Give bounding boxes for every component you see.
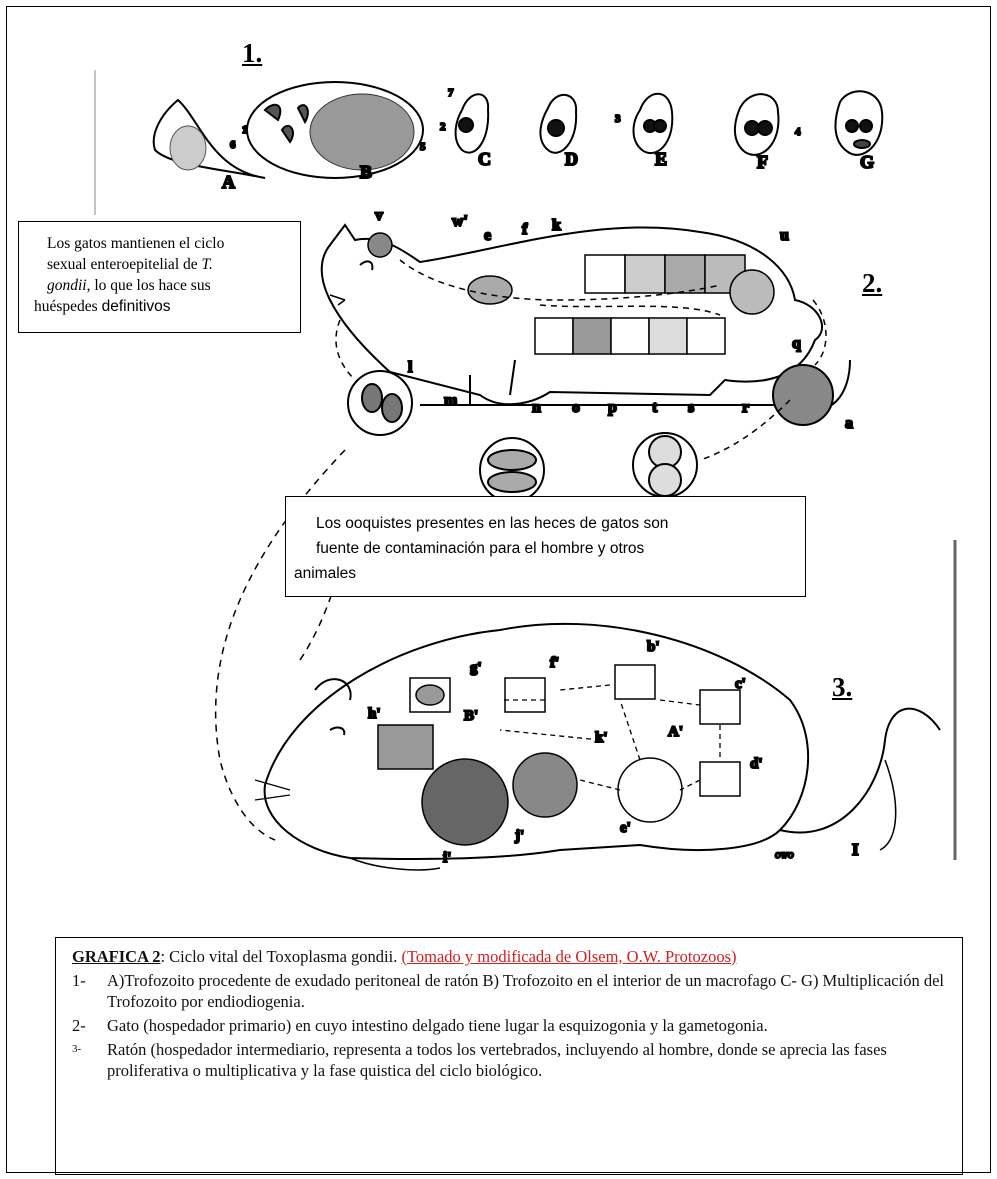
mouse-label-i: i' <box>443 850 451 866</box>
cat-label-s: s <box>688 399 694 416</box>
structure-number-1: 1 <box>242 124 248 136</box>
cat-label-n: n <box>532 399 541 416</box>
stage-f-cell <box>735 94 779 155</box>
stage-label-a: A <box>222 172 235 192</box>
callout-oocyst-line-3: animales <box>294 561 795 586</box>
mouse-label-j: j' <box>514 828 524 844</box>
structure-number-7: 7 <box>448 87 454 99</box>
caption-item-1-number: 1- <box>72 970 107 1012</box>
mouse-outline <box>255 624 940 870</box>
cat-label-r: r <box>742 399 749 416</box>
cat-label-u: u <box>780 227 789 244</box>
cat-label-a: a <box>845 415 853 432</box>
callout-oocyst-line-2: fuente de contaminación para el hombre y… <box>316 536 795 561</box>
mouse-label-d: d' <box>750 756 763 772</box>
caption-heading: GRAFICA 2 <box>72 947 160 966</box>
stage-label-f: F <box>757 152 768 172</box>
figure-caption: GRAFICA 2: Ciclo vital del Toxoplasma go… <box>55 937 963 1175</box>
cat-label-m: m <box>444 392 458 409</box>
tissue-cyst-cat <box>348 371 412 435</box>
stage-label-e: E <box>655 149 667 169</box>
oocyst-sporulated <box>480 433 697 502</box>
cat-label-e: e <box>484 227 491 244</box>
stage-c-cell <box>456 94 489 152</box>
cat-label-f: f <box>522 221 528 238</box>
cat-label-l: l <box>408 359 413 376</box>
mouse-label-b: b' <box>647 639 660 655</box>
caption-item-2-text: Gato (hospedador primario) en cuyo intes… <box>107 1015 768 1036</box>
caption-item-3: 3- Ratón (hospedador intermediario, repr… <box>72 1039 944 1081</box>
callout-oocyst-line-1: Los ooquistes presentes en las heces de … <box>316 511 795 536</box>
callout-cat-line-2: sexual enteroepitelial de T. <box>47 254 290 275</box>
mouse-label-e: e' <box>620 820 631 836</box>
cat-label-t: t <box>652 399 658 416</box>
callout-cat-line-3: gondii, lo que los hace sus <box>47 275 290 296</box>
callout-cat-definitive-host: Los gatos mantienen el ciclo sexual ente… <box>18 221 301 333</box>
caption-title: : Ciclo vital del Toxoplasma gondii. <box>160 947 397 966</box>
mouse-label-f: f' <box>550 655 559 671</box>
stage-label-d: D <box>565 149 578 169</box>
stage-e-cell <box>634 94 673 153</box>
callout-cat-line-1: Los gatos mantienen el ciclo <box>47 233 290 254</box>
cat-label-p: p <box>608 399 617 416</box>
oocyst-a <box>773 365 833 425</box>
callout-oocyst-contamination: Los ooquistes presentes en las heces de … <box>285 496 806 597</box>
caption-item-3-number: 3- <box>72 1039 107 1081</box>
artist-signature: OWO <box>775 851 794 860</box>
structure-number-2: 2 <box>440 121 446 133</box>
caption-item-3-text: Ratón (hospedador intermediario, represe… <box>107 1039 944 1081</box>
caption-item-1: 1- A)Trofozoito procedente de exudado pe… <box>72 970 944 1012</box>
mouse-label-h: h' <box>368 706 381 722</box>
caption-source: (Tomado y modificada de Olsem, O.W. Prot… <box>401 947 736 966</box>
structure-number-4: 4 <box>795 126 801 138</box>
cat-label-w: w' <box>452 213 468 230</box>
caption-item-1-text: A)Trofozoito procedente de exudado perit… <box>107 970 944 1012</box>
stage-g-cell <box>835 91 882 155</box>
stage-label-c: C <box>478 149 491 169</box>
mouse-label-c: c' <box>735 676 746 692</box>
cat-label-q: q <box>792 335 801 352</box>
cat-label-o: o <box>572 399 580 416</box>
structure-number-3: 3 <box>615 113 621 125</box>
mouse-label-g: g' <box>470 660 482 676</box>
stage-d-cell <box>540 95 576 153</box>
stage-b-macrophage <box>247 82 423 178</box>
structure-number-5: 5 <box>420 141 426 153</box>
caption-item-2: 2- Gato (hospedador primario) en cuyo in… <box>72 1015 944 1036</box>
cat-label-v: v <box>375 207 383 224</box>
cat-label-k: k <box>552 217 561 234</box>
toxoplasma-life-cycle-diagram: A B C D E F G 1 2 3 4 5 6 7 <box>0 0 997 930</box>
mouse-label-b-prime: B' <box>464 708 478 724</box>
caption-title-line: GRAFICA 2: Ciclo vital del Toxoplasma go… <box>72 946 944 967</box>
stage-label-b: B <box>360 162 372 182</box>
mouse-label-a-prime: A' <box>668 724 683 740</box>
caption-item-2-number: 2- <box>72 1015 107 1036</box>
mouse-label-k: k' <box>595 730 608 746</box>
stage-label-g: G <box>860 152 874 172</box>
structure-number-6: 6 <box>230 139 236 151</box>
callout-cat-line-4: huéspedes definitivos <box>34 296 290 317</box>
mouse-label-i-roman: I <box>852 840 859 859</box>
